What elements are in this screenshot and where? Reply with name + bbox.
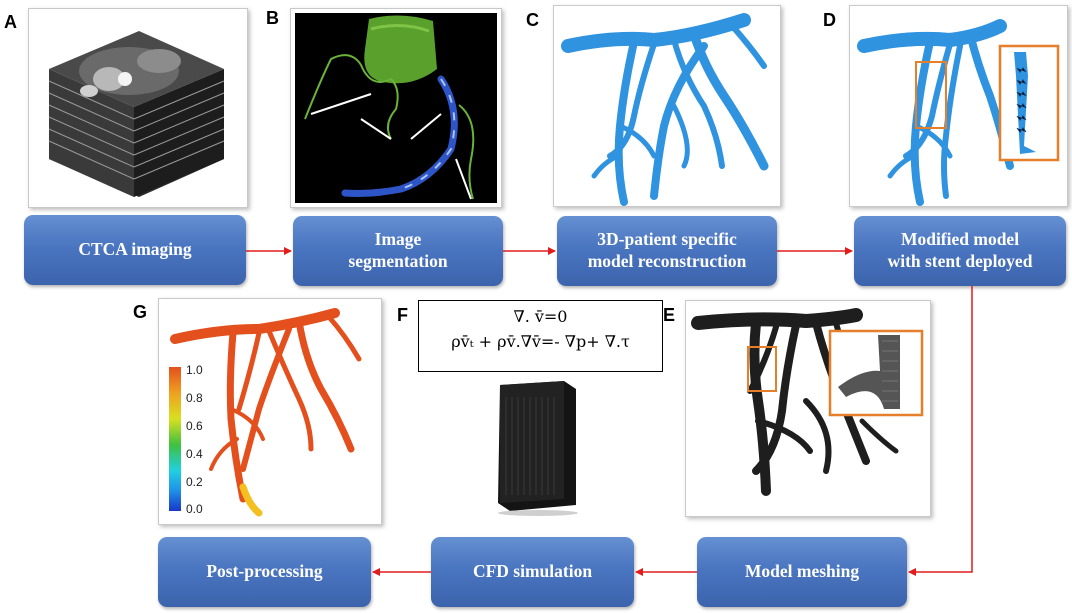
vessel-tree-stented xyxy=(857,19,1060,206)
panel-g-results-image: 1.0 0.8 0.6 0.4 0.2 0.0 xyxy=(158,298,382,525)
vessel-tree-mesh xyxy=(691,308,924,496)
arrow-modified-to-meshing xyxy=(908,286,973,576)
step-post-processing: Post-processing xyxy=(158,537,371,607)
step-cfd-simulation-label: CFD simulation xyxy=(472,561,593,582)
colorbar-tick-0-4: 0.4 xyxy=(186,447,203,461)
panel-c-letter: C xyxy=(526,10,539,30)
panel-b-segmentation-image xyxy=(290,8,502,208)
panel-a-letter: A xyxy=(4,12,17,32)
step-modified-model-label: Modified model with stent deployed xyxy=(887,229,1033,271)
panel-f-letter: F xyxy=(397,305,408,325)
step-model-meshing: Model meshing xyxy=(697,537,907,607)
step-ctca-imaging: CTCA imaging xyxy=(24,215,246,285)
workstation-computer-image xyxy=(480,377,590,517)
step-model-reconstruction-label: 3D-patient specific model reconstruction xyxy=(587,229,747,271)
computer-tower-icon xyxy=(498,381,578,516)
colorbar-tick-0-8: 0.8 xyxy=(186,391,203,405)
colorbar xyxy=(169,367,181,511)
colorbar-tick-0-0: 0.0 xyxy=(186,502,203,516)
step-image-segmentation-label: Image segmentation xyxy=(348,229,448,271)
colorbar-tick-1-0: 1.0 xyxy=(186,363,203,377)
panel-e-mesh-image xyxy=(685,300,931,517)
step-model-meshing-label: Model meshing xyxy=(744,561,860,582)
step-modified-model: Modified model with stent deployed xyxy=(854,216,1066,286)
colorbar-tick-0-2: 0.2 xyxy=(186,475,203,489)
segmentation-render xyxy=(295,13,497,203)
vessel-tree-blue xyxy=(561,13,769,206)
vessel-tree-results xyxy=(169,308,362,517)
step-ctca-imaging-label: CTCA imaging xyxy=(78,239,192,260)
panel-d-stent-image xyxy=(849,5,1068,207)
continuity-equation: ∇. v̄=0 xyxy=(513,307,568,326)
ct-slice-stack xyxy=(48,31,225,197)
step-cfd-simulation: CFD simulation xyxy=(431,537,634,607)
step-image-segmentation: Image segmentation xyxy=(293,216,503,286)
panel-c-reconstruction-image xyxy=(553,5,781,207)
governing-equations-box: ∇. v̄=0 ρv̄ₜ + ρv̄.∇v̄=- ∇p+ ∇.τ xyxy=(418,300,663,372)
panel-g-letter: G xyxy=(133,302,148,322)
step-model-reconstruction: 3D-patient specific model reconstruction xyxy=(557,216,777,286)
momentum-equation: ρv̄ₜ + ρv̄.∇v̄=- ∇p+ ∇.τ xyxy=(451,332,630,351)
step-post-processing-label: Post-processing xyxy=(206,561,323,582)
panel-a-ctca-image xyxy=(28,8,248,208)
colorbar-tick-0-6: 0.6 xyxy=(186,419,203,433)
panel-b-letter: B xyxy=(266,8,279,28)
panel-d-letter: D xyxy=(823,10,836,30)
panel-e-letter: E xyxy=(663,305,676,325)
